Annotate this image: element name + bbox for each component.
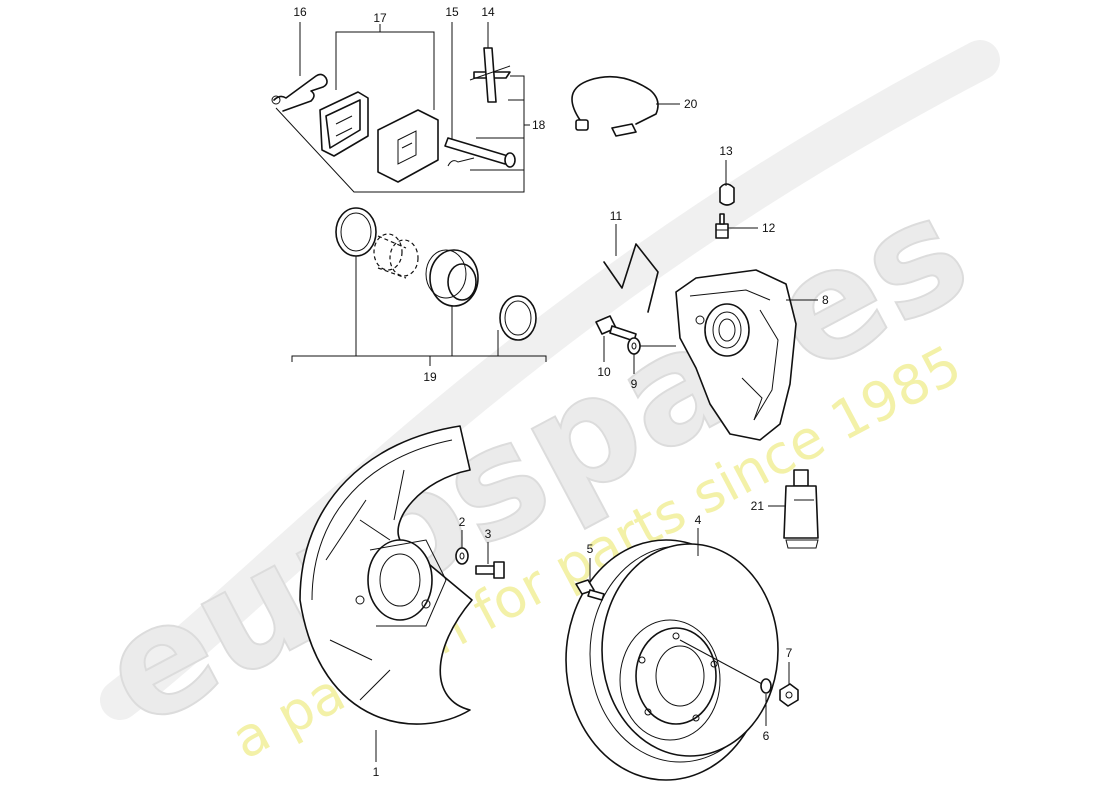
callout-18: 18 xyxy=(532,118,546,132)
callout-15: 15 xyxy=(445,5,459,19)
callout-12: 12 xyxy=(762,221,776,235)
bleed-screw-part xyxy=(715,213,729,239)
callout-7: 7 xyxy=(786,646,793,660)
dust-boot-part xyxy=(425,249,479,307)
seal-ring-part xyxy=(335,207,377,257)
caliper-bolt-part xyxy=(595,315,637,342)
leader-lines xyxy=(275,22,818,762)
callout-2: 2 xyxy=(459,515,466,529)
callout-1: 1 xyxy=(373,765,380,779)
nut-7-part xyxy=(779,683,799,707)
callout-16: 16 xyxy=(293,5,307,19)
watermark: eurospares a passion for parts since 198… xyxy=(74,40,1000,771)
washer-9-part xyxy=(627,337,641,355)
washer-6-part xyxy=(760,678,772,694)
callout-19: 19 xyxy=(423,370,437,384)
bolt-5-part xyxy=(575,579,605,601)
brake-pad-part xyxy=(319,91,439,183)
watermark-brand: eurospares xyxy=(75,163,994,762)
callout-labels: 16 17 15 14 18 20 13 12 11 8 10 9 19 21 … xyxy=(293,5,829,779)
callout-14: 14 xyxy=(481,5,495,19)
callout-17: 17 xyxy=(373,11,387,25)
grease-tube-part xyxy=(783,469,819,549)
pad-pin-part xyxy=(444,137,516,168)
callout-5: 5 xyxy=(587,542,594,556)
callout-11: 11 xyxy=(610,209,623,223)
callout-10: 10 xyxy=(597,365,611,379)
bleed-cap-part xyxy=(719,183,735,206)
brake-disc-part xyxy=(565,539,779,781)
piston-part xyxy=(373,233,419,279)
callout-6: 6 xyxy=(763,729,770,743)
wire-retainer-part xyxy=(603,243,659,313)
wear-sensor-part xyxy=(571,75,659,137)
washer-2-part xyxy=(455,547,469,565)
brake-caliper-part xyxy=(675,269,797,441)
callout-3: 3 xyxy=(485,527,492,541)
callout-21: 21 xyxy=(751,499,765,513)
retaining-ring-part xyxy=(499,295,537,341)
callout-20: 20 xyxy=(684,97,698,111)
bolt-3-part xyxy=(475,561,505,579)
callout-4: 4 xyxy=(695,513,702,527)
dust-shield-part xyxy=(299,425,473,725)
callout-8: 8 xyxy=(822,293,829,307)
callout-9: 9 xyxy=(631,377,638,391)
spring-clip-part xyxy=(271,73,328,112)
callout-13: 13 xyxy=(719,144,733,158)
anti-rattle-spring-part xyxy=(469,47,511,103)
